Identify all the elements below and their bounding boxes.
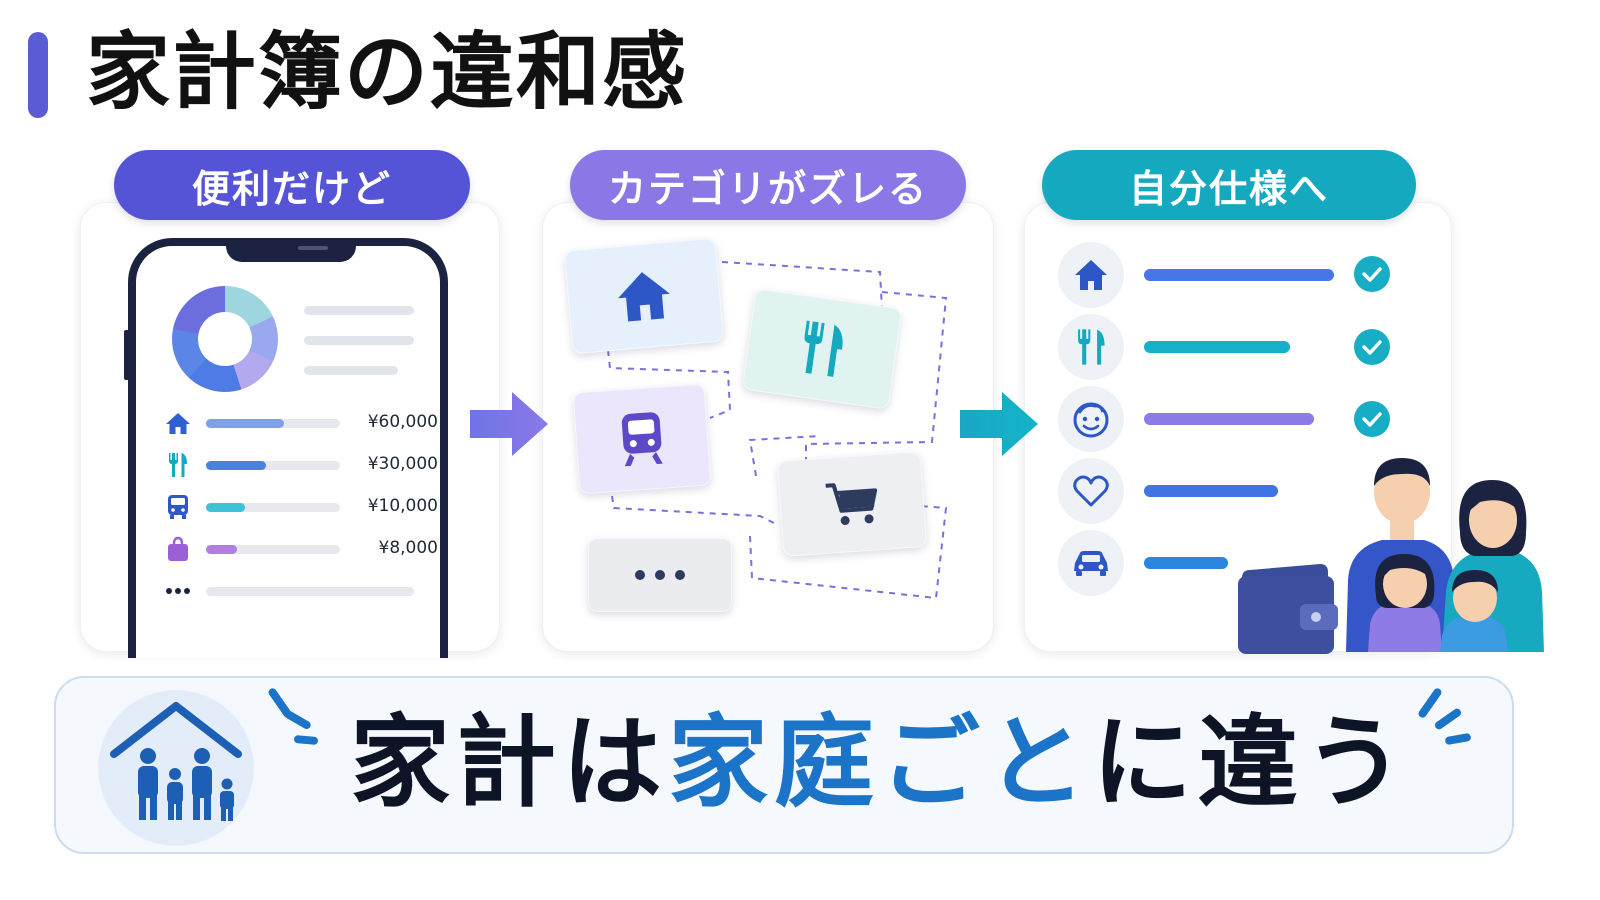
expense-fill: [206, 461, 267, 470]
step-2-label: カテゴリがズレる: [570, 150, 966, 220]
expense-track: [206, 503, 340, 512]
car-icon: [1074, 551, 1108, 576]
family-illustration: [1346, 458, 1544, 652]
bus-icon: [164, 494, 192, 520]
check-icon: [1354, 401, 1390, 437]
arrow-right-icon: [470, 392, 548, 456]
step-3-label: 自分仕様へ: [1042, 150, 1416, 220]
shopping-bag-icon: [164, 536, 192, 562]
expense-row: ¥60,000: [160, 408, 440, 438]
fork-knife-icon: [164, 452, 192, 478]
expense-row: ¥30,000: [160, 450, 440, 480]
expense-track: [206, 419, 340, 428]
house-icon: [618, 272, 670, 322]
custom-category-bar: [1144, 485, 1278, 497]
dashed-connectors: [607, 261, 948, 600]
expense-track: [206, 461, 340, 470]
custom-category-food: [1058, 314, 1124, 380]
home-family-icon: [110, 702, 242, 821]
check-icon: [1354, 256, 1390, 292]
house-icon: [164, 410, 192, 436]
custom-category-bar: [1144, 557, 1228, 569]
cart-icon: [825, 483, 878, 526]
banner-message: 家計は家庭ごとに違う: [350, 700, 1410, 825]
custom-category-bar: [1144, 341, 1290, 353]
custom-category-kids: [1058, 386, 1124, 452]
expense-fill: [206, 419, 284, 428]
train-icon: [621, 412, 663, 467]
category-card-transport: [572, 383, 712, 495]
custom-category-bar: [1144, 413, 1314, 425]
expense-row-more: [160, 576, 440, 606]
expense-amount: ¥10,000: [367, 496, 438, 516]
category-card-food: [741, 288, 903, 410]
expense-fill: [206, 545, 237, 554]
message-banner: [54, 676, 1514, 854]
banner-text-part-1: 家計は: [350, 704, 668, 821]
expense-row: ¥8,000: [160, 534, 440, 564]
arrow-right-icon: [960, 392, 1038, 456]
banner-text-highlight: 家庭ごと: [668, 704, 1092, 821]
check-icon: [1354, 329, 1390, 365]
heart-icon: [1073, 475, 1109, 507]
custom-category-car: [1058, 530, 1124, 596]
smiley-face-icon: [1073, 402, 1109, 438]
wallet-icon: [1238, 564, 1338, 654]
phone-mockup: ¥60,000 ¥30,000 ¥10,000 ¥8,000: [128, 238, 448, 658]
phone-side-button: [124, 330, 129, 380]
expense-track: [206, 545, 340, 554]
step-1-label: 便利だけど: [114, 150, 470, 220]
category-card-shopping: [776, 451, 928, 557]
page-title: 家計簿の違和感: [86, 23, 689, 121]
custom-category-bar: [1144, 269, 1334, 281]
ellipsis-icon: [635, 570, 685, 580]
banner-text-part-3: に違う: [1092, 704, 1410, 821]
expense-amount: ¥8,000: [378, 538, 438, 558]
expense-fill: [206, 503, 245, 512]
expense-track: [206, 587, 414, 596]
expense-amount: ¥30,000: [367, 454, 438, 474]
placeholder-line: [304, 336, 414, 345]
fork-knife-icon: [804, 320, 843, 377]
category-card-other: [588, 538, 732, 612]
custom-category-health: [1058, 458, 1124, 524]
custom-category-home: [1058, 242, 1124, 308]
donut-chart: [172, 286, 278, 392]
house-icon: [1075, 260, 1107, 290]
ellipsis-icon: [164, 578, 192, 604]
placeholder-line: [304, 306, 414, 315]
fork-knife-icon: [1078, 329, 1105, 365]
title-accent-bar: [28, 32, 48, 118]
expense-row: ¥10,000: [160, 492, 440, 522]
placeholder-line: [304, 366, 398, 375]
expense-amount: ¥60,000: [367, 412, 438, 432]
category-card-home: [563, 237, 725, 355]
phone-notch: [226, 246, 356, 262]
phone-side-button: [442, 360, 447, 420]
